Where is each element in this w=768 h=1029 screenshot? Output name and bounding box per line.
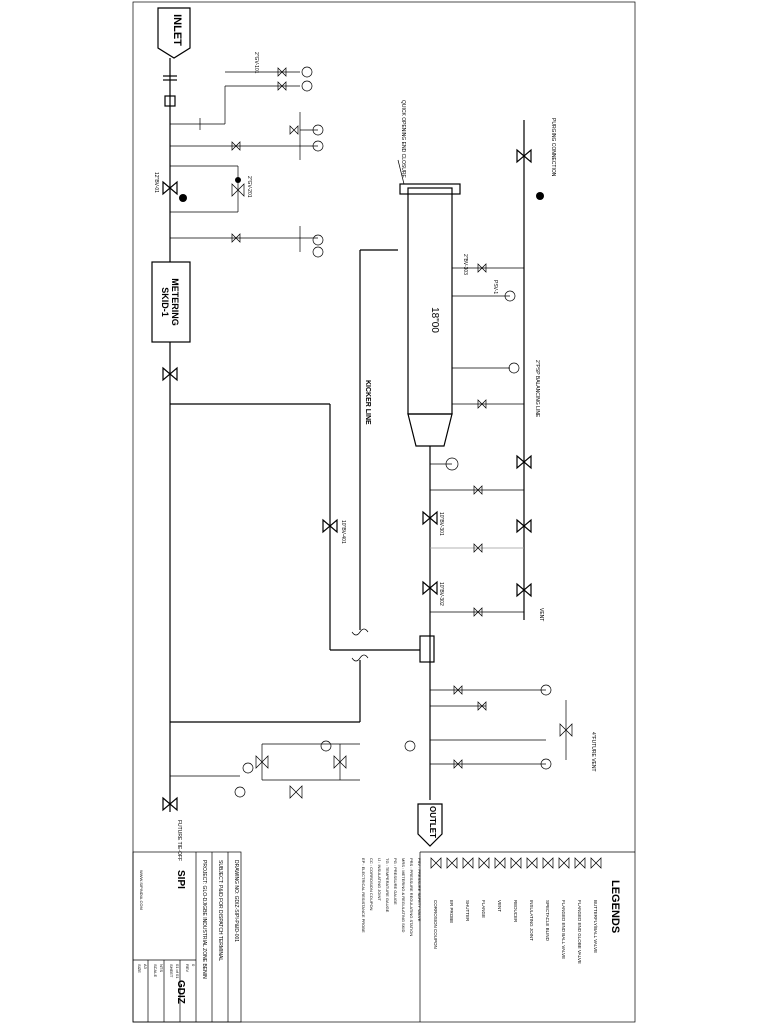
shutter-icon <box>462 857 474 869</box>
svg-text:12"BV-01: 12"BV-01 <box>153 172 159 193</box>
legend-label: FLANGE <box>481 900 486 918</box>
svg-text:SKID-1: SKID-1 <box>160 287 170 317</box>
abbreviation-line: EP : ELECTRICAL RESISTANCE PROBE <box>361 858 366 933</box>
svg-text:01 of 01: 01 of 01 <box>175 964 180 979</box>
butterfly-valve-bv01: 12"BV-01 <box>153 172 178 196</box>
legends-title: LEGENDS <box>609 880 621 933</box>
vent-icon <box>494 857 506 869</box>
branch-3 <box>170 226 324 258</box>
svg-text:18"00: 18"00 <box>429 307 440 333</box>
svg-text:2"GV-201: 2"GV-201 <box>246 176 252 198</box>
svg-text:VENT: VENT <box>538 608 544 621</box>
svg-text:NTS: NTS <box>159 964 164 972</box>
legend-label: FLANGED END BALL VALVE <box>561 900 566 959</box>
legend-item-spectacle: SPECTACLE BLIND <box>542 857 554 942</box>
abbreviation-line: CC : CORROSION COUPON <box>369 858 374 911</box>
legend-label: FLANGED END GLOBE VALVE <box>577 900 582 964</box>
legend-item-insulating: INSULATING JOINT <box>526 857 538 941</box>
legend-label: BUTTERFLY/BALL VALVE <box>593 900 598 953</box>
legend-label: ER PROBE <box>449 900 454 923</box>
legend-item-shutter: SHUTTER <box>462 857 474 922</box>
corrosion-icon <box>430 857 442 869</box>
legend-item-corrosion: CORROSION COUPON <box>430 857 442 949</box>
svg-text:PROJECT: GLO-DJIGBE INDUSTRIAL: PROJECT: GLO-DJIGBE INDUSTRIAL ZONE BENI… <box>201 860 207 979</box>
legend-label: REDUCER <box>513 900 518 923</box>
title-block: SIPI GDIZ PROJECT: GLO-DJIGBE INDUSTRIAL… <box>132 851 242 1023</box>
actuator-dot-1 <box>179 194 187 202</box>
inlet-label: INLET <box>171 14 183 46</box>
svg-text:10"BV-302: 10"BV-302 <box>438 582 444 606</box>
inlet-arrow: INLET <box>157 7 191 59</box>
svg-text:A3: A3 <box>143 964 148 970</box>
svg-text:SIZE: SIZE <box>137 964 142 973</box>
company-logo: SIPI <box>175 870 186 889</box>
abbreviation-line: MRS : METERING & REGULATING SKID <box>401 858 406 932</box>
globe-icon <box>574 857 586 869</box>
valve-below-skid <box>162 366 178 382</box>
valve-bv401 <box>322 518 338 534</box>
legend-item-flanged-ball: FLANGED END BALL VALVE <box>558 857 570 959</box>
filter-vessel: 18"00 QUICK OPENING END CLOSURE <box>397 100 461 447</box>
svg-text:METERING: METERING <box>170 278 180 326</box>
svg-text:SCALE: SCALE <box>153 964 158 977</box>
svg-text:2"GV-101: 2"GV-101 <box>253 52 259 74</box>
legend-item-vent: VENT <box>494 857 506 912</box>
bypass-loop-1: 2"GV-201 <box>170 165 252 213</box>
flanged-ball-icon <box>558 857 570 869</box>
svg-text:4"FUTURE VENT: 4"FUTURE VENT <box>590 732 596 772</box>
svg-text:2"PSP BALANCING LINE: 2"PSP BALANCING LINE <box>534 360 540 418</box>
flange-icon <box>478 857 490 869</box>
insulating-icon <box>526 857 538 869</box>
branch-2 <box>170 112 324 160</box>
inlet-instrument-branch: 2"GV-101 <box>170 52 313 130</box>
legend-panel: LEGENDS BUTTERFLY/BALL VALVE FLANGED END … <box>361 851 635 1022</box>
svg-text:QUICK OPENING END CLOSURE: QUICK OPENING END CLOSURE <box>400 100 406 178</box>
abbreviation-line: PSV : PRESSURE SAFETY VALVE <box>417 858 422 922</box>
spectacle-icon <box>542 857 554 869</box>
legend-label: SPECTACLE BLIND <box>545 900 550 942</box>
abbreviation-line: TG : TEMPERATURE GAUGE <box>385 858 390 913</box>
outlet-arrow: OUTLET <box>417 803 443 847</box>
kicker-line-label: KICKER LINE <box>364 380 371 425</box>
reducer-icon <box>510 857 522 869</box>
legend-item-eb-probe: ER PROBE <box>446 857 458 923</box>
abbreviation-line: PG : PRESSURE GAUGE <box>393 858 398 905</box>
outlet-label: OUTLET <box>428 806 437 838</box>
svg-text:10"BV-301: 10"BV-301 <box>438 512 444 536</box>
client-logo: GDIZ <box>175 980 186 1004</box>
svg-text:2"BV-303: 2"BV-303 <box>462 254 468 275</box>
svg-text:FUTURE TIE-OFF: FUTURE TIE-OFF <box>176 820 182 861</box>
legend-label: VENT <box>497 900 502 912</box>
legend-label: INSULATING JOINT <box>529 900 534 941</box>
legend-item-flange: FLANGE <box>478 857 490 918</box>
tee-fitting <box>419 635 435 663</box>
abbreviation-line: IJ : INSULATING JOINT <box>377 858 382 901</box>
metering-skid: METERING SKID-1 <box>151 261 191 343</box>
eb-probe-icon <box>446 857 458 869</box>
svg-text:WWW.SIPINDIA.COM: WWW.SIPINDIA.COM <box>139 870 144 910</box>
svg-text:0: 0 <box>191 964 196 967</box>
legend-item-reducer: REDUCER <box>510 857 522 923</box>
sheet-border <box>132 1 636 1023</box>
legend-item-butterfly: BUTTERFLY/BALL VALVE <box>590 857 602 953</box>
svg-text:10"BV-401: 10"BV-401 <box>340 520 346 544</box>
legend-label: CORROSION COUPON <box>433 900 438 949</box>
svg-text:DRAWING NO: GDIZ-SIPI-P&ID-001: DRAWING NO: GDIZ-SIPI-P&ID-001 <box>233 860 239 942</box>
abbreviation-line: PRS : PRESSURE REGULATING STATION <box>409 858 414 936</box>
legend-label: SHUTTER <box>465 900 470 922</box>
butterfly-icon <box>590 857 602 869</box>
svg-text:SUBJECT: P&ID FOR DISPATCH TER: SUBJECT: P&ID FOR DISPATCH TERMINAL <box>217 860 223 961</box>
psv-label: PSV-1 <box>492 280 498 294</box>
insulating-joint-inlet <box>163 75 177 107</box>
svg-text:REV: REV <box>185 964 190 973</box>
legend-item-globe: FLANGED END GLOBE VALVE <box>574 857 586 964</box>
svg-text:PURGING CONNECTION: PURGING CONNECTION <box>550 118 556 177</box>
svg-text:SHEET: SHEET <box>169 964 174 978</box>
